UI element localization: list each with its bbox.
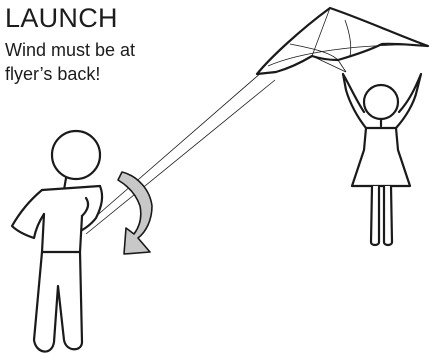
kite-lines bbox=[78, 72, 275, 234]
helper-figure bbox=[343, 74, 421, 245]
stunt-kite bbox=[257, 8, 428, 74]
flyer-figure bbox=[12, 131, 102, 352]
